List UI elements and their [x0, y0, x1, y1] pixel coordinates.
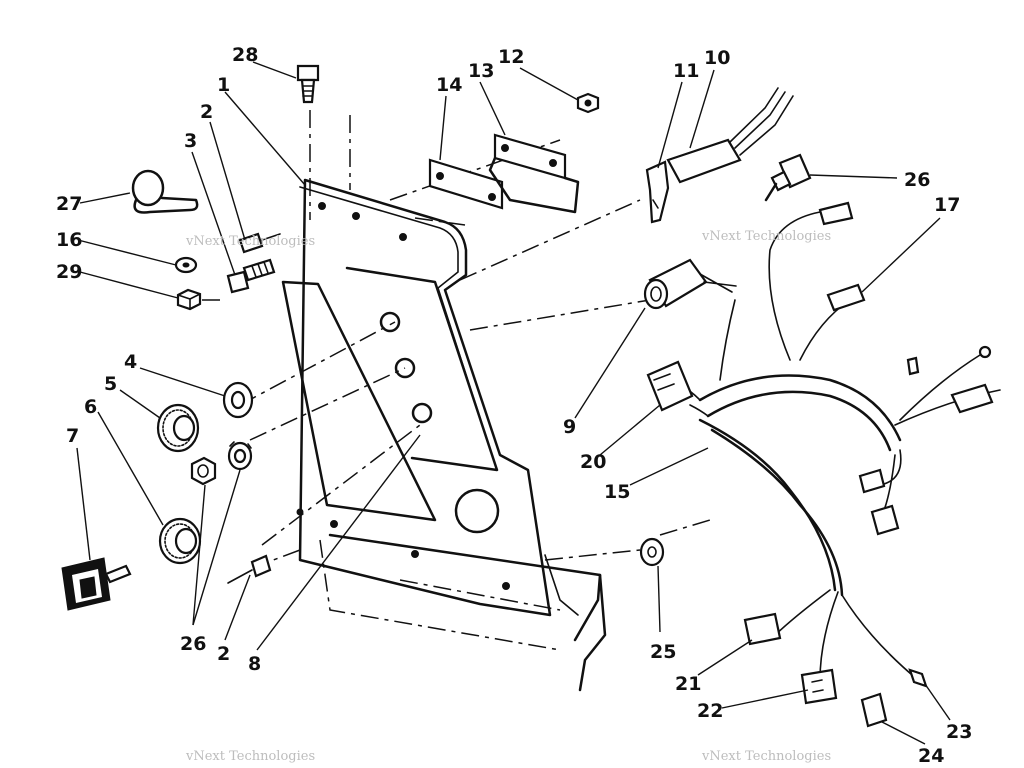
bezel-5 — [156, 403, 200, 453]
dash-panel-8 — [281, 178, 552, 617]
watermarks: vNext Technologies vNext Technologies vN… — [185, 229, 831, 764]
toggle-switch-26 — [764, 153, 812, 202]
bracket-13 — [488, 133, 580, 214]
nut-26 — [190, 456, 217, 486]
ignition-key-7 — [61, 557, 132, 611]
bezel-6 — [158, 517, 202, 565]
bolt-28 — [296, 64, 320, 104]
callout-15: 15 — [604, 481, 630, 503]
watermark-bottom-left: vNext Technologies — [185, 749, 315, 764]
callout-23: 23 — [946, 721, 972, 743]
callout-27: 27 — [56, 193, 82, 215]
callout-3: 3 — [184, 130, 197, 152]
callout-25: 25 — [650, 641, 676, 663]
screw-2-upper — [238, 232, 281, 254]
callout-14: 14 — [436, 74, 462, 96]
callout-12: 12 — [498, 46, 524, 68]
watermark-top-left: vNext Technologies — [185, 234, 315, 249]
callout-16: 16 — [56, 229, 82, 251]
support-bracket — [328, 533, 607, 692]
nut-12 — [576, 92, 600, 114]
callout-9: 9 — [563, 416, 576, 438]
callout-4: 4 — [124, 351, 137, 373]
callout-labels: 28 1 2 3 27 16 29 4 5 6 7 26 2 8 14 13 1… — [56, 44, 972, 767]
callout-2-upper: 2 — [200, 101, 213, 123]
callout-24: 24 — [918, 745, 944, 767]
wiring-harness-15 — [679, 211, 1001, 681]
callout-10: 10 — [704, 47, 730, 69]
callout-20: 20 — [580, 451, 606, 473]
switch-11 — [645, 160, 670, 224]
grommet-25 — [639, 537, 665, 567]
connector-21 — [743, 612, 782, 646]
callout-11: 11 — [673, 60, 699, 82]
watermark-bottom-right: vNext Technologies — [701, 749, 831, 764]
sensor-10 — [666, 87, 794, 184]
callout-6: 6 — [84, 396, 97, 418]
callout-2-lower: 2 — [217, 643, 230, 665]
connector-24 — [860, 692, 888, 728]
callout-8: 8 — [248, 653, 261, 675]
connector-22 — [800, 668, 838, 705]
plate-14 — [428, 158, 504, 210]
callout-17: 17 — [934, 194, 960, 216]
washer-16 — [174, 256, 198, 274]
watermark-top-right: vNext Technologies — [701, 229, 831, 244]
callout-leader-lines — [76, 61, 951, 745]
connectors-right — [858, 345, 994, 536]
callout-5: 5 — [104, 373, 117, 395]
nut-29 — [176, 288, 202, 311]
connector-17 — [818, 201, 866, 312]
callout-21: 21 — [675, 673, 701, 695]
screw-2-lower — [227, 554, 272, 584]
callout-26-lower: 26 — [180, 633, 206, 655]
bolt-3 — [226, 258, 276, 294]
callout-7: 7 — [66, 425, 79, 447]
washer-4 — [222, 381, 254, 419]
callout-28: 28 — [232, 44, 258, 66]
connector-20 — [646, 360, 694, 412]
callout-1: 1 — [217, 74, 230, 96]
terminal-23 — [908, 668, 928, 688]
callout-13: 13 — [468, 60, 494, 82]
callout-29: 29 — [56, 261, 82, 283]
lockwasher-26 — [227, 441, 253, 471]
buzzer-9 — [643, 258, 737, 310]
callout-26-upper: 26 — [904, 169, 930, 191]
lock-pin-27 — [131, 169, 199, 214]
callout-22: 22 — [697, 700, 723, 722]
